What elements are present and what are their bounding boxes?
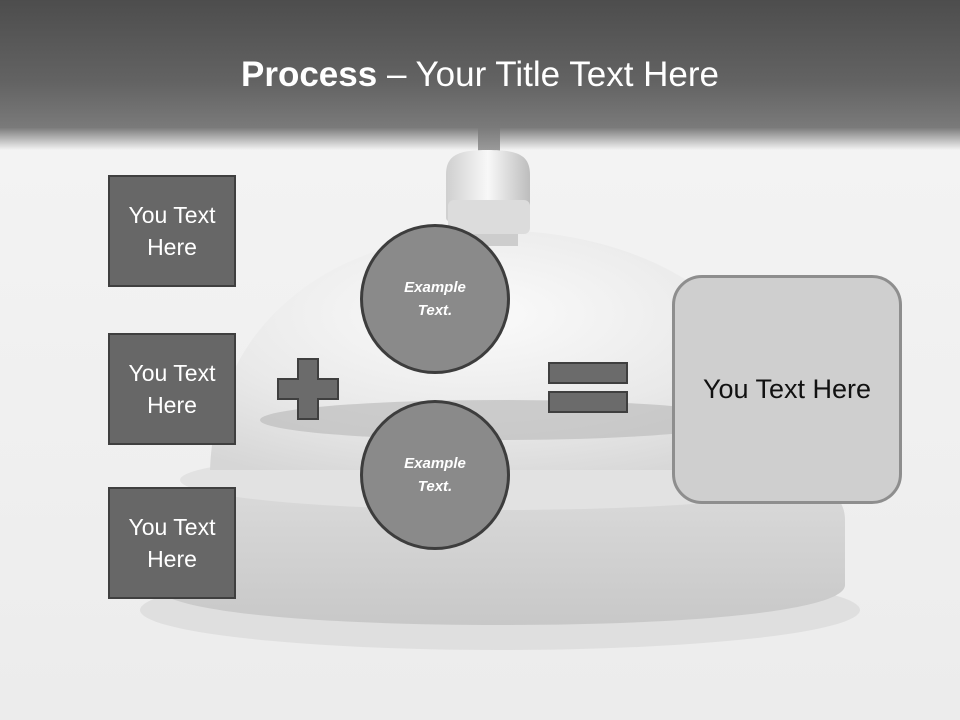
slide-title: Process – Your Title Text Here bbox=[0, 52, 960, 98]
text-box-3-line2: Here bbox=[147, 546, 197, 572]
plus-icon bbox=[277, 358, 339, 420]
text-box-2-line2: Here bbox=[147, 392, 197, 418]
example-circle-1-line2: Text. bbox=[417, 302, 453, 319]
text-box-1-line1: You Text bbox=[128, 202, 216, 228]
result-box-text: You Text Here bbox=[702, 374, 872, 404]
text-box-1: You Text Here bbox=[108, 175, 236, 287]
text-box-2-line1: You Text bbox=[128, 360, 216, 386]
text-box-3: You Text Here bbox=[108, 487, 236, 599]
example-circle-2: Example Text. bbox=[360, 400, 510, 550]
title-rest: – Your Title Text Here bbox=[377, 55, 719, 94]
text-box-3-line1: You Text bbox=[128, 514, 216, 540]
example-circle-2-line1: Example bbox=[404, 455, 466, 472]
title-bold: Process bbox=[241, 55, 378, 94]
example-circle-1-line1: Example bbox=[404, 279, 466, 296]
text-box-1-line2: Here bbox=[147, 234, 197, 260]
example-circle-1: Example Text. bbox=[360, 224, 510, 374]
equals-icon bbox=[548, 362, 628, 413]
result-box: You Text Here bbox=[672, 275, 902, 504]
title-bar bbox=[0, 0, 960, 150]
text-box-2: You Text Here bbox=[108, 333, 236, 445]
example-circle-2-line2: Text. bbox=[417, 478, 453, 495]
